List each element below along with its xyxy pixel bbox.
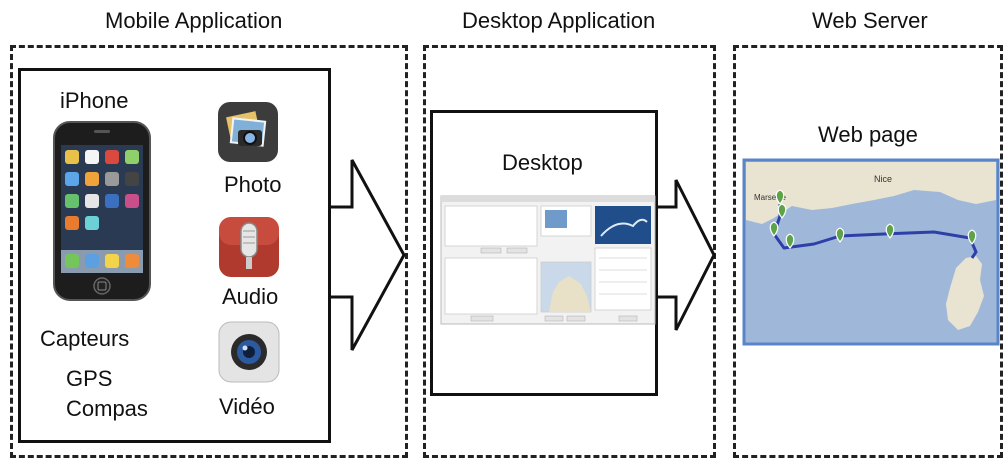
mobile-section-title: Mobile Application [105, 8, 283, 33]
desktop-label: Desktop [502, 150, 583, 175]
map-marker [785, 233, 795, 249]
map-marker [769, 221, 779, 237]
mobile-to-desktop-arrow [330, 159, 406, 351]
web-section-title: Web Server [812, 8, 928, 33]
map-screenshot: Nice Marseille [742, 158, 1000, 346]
map-marker [777, 203, 787, 219]
sensor-compass: Compas [66, 396, 148, 421]
audio-label: Audio [222, 284, 279, 309]
map-label-nice: Nice [874, 174, 892, 184]
iphone-label: iPhone [60, 88, 129, 113]
mobile-section-box [10, 45, 408, 458]
map-marker [775, 189, 785, 205]
map-coast-mainland [746, 162, 996, 224]
video-app-icon [218, 321, 280, 383]
map-label-marseille: Marseille [754, 193, 787, 202]
audio-app-icon [219, 217, 279, 277]
map-corsica [946, 256, 984, 330]
desktop-section-title: Desktop Application [462, 8, 656, 33]
desktop-app-screenshot [440, 195, 656, 325]
map-marker [835, 227, 845, 243]
photo-label: Photo [224, 172, 282, 197]
sensor-gps: GPS [66, 366, 113, 391]
desktop-section-box [423, 45, 716, 458]
map-marker [885, 223, 895, 239]
map-marker [967, 229, 977, 245]
iphone-icon [53, 121, 151, 301]
sensors-title: Capteurs [40, 326, 130, 351]
photo-app-icon [218, 102, 278, 162]
web-page-label: Web page [818, 122, 918, 147]
desktop-to-web-arrow [658, 179, 716, 331]
video-label: Vidéo [219, 394, 275, 419]
web-section-box [733, 45, 1003, 458]
